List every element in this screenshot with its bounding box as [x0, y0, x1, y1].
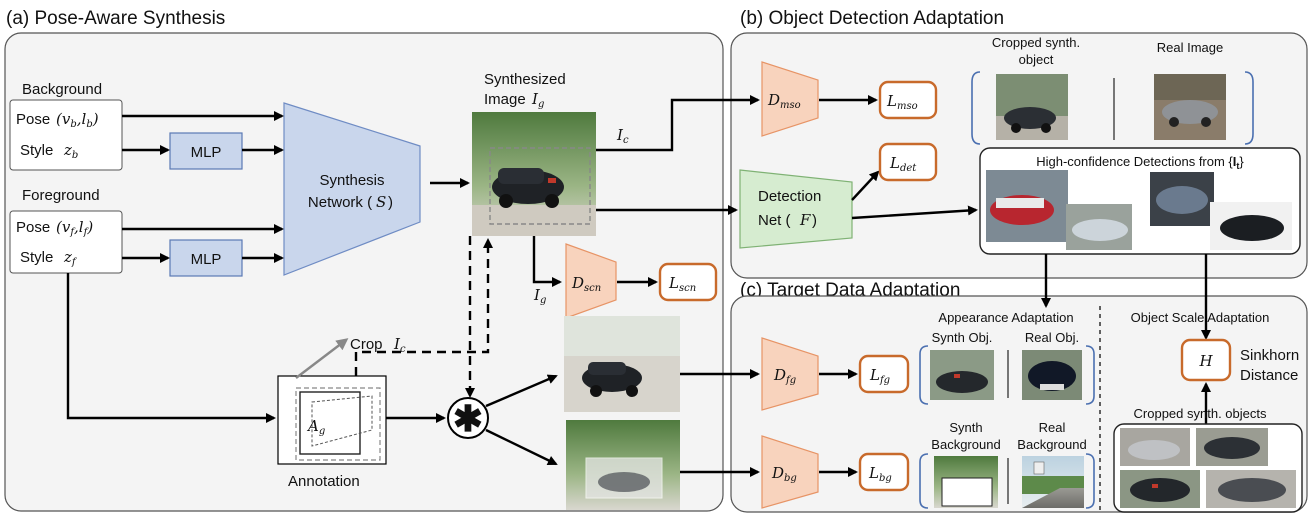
- arrow-ic-to-dmso: [596, 95, 760, 152]
- background-crop-image: [566, 420, 680, 510]
- bracket-right-bg: [1085, 453, 1095, 509]
- real-bg-label-2: Background: [1017, 437, 1086, 452]
- synth-bg-label-1: Synth: [949, 420, 982, 435]
- composite-operator-circle: [447, 397, 489, 439]
- synthesis-network-label-1: Synthesis: [319, 172, 384, 189]
- arrow-crop: [295, 338, 349, 379]
- object-scale-title: Object Scale Adaptation: [1131, 310, 1270, 325]
- arrow-op-to-fg: [485, 374, 558, 408]
- foreground-style-label: Style: [20, 249, 53, 266]
- loss-fg-box: [858, 354, 910, 394]
- foreground-title: Foreground: [22, 187, 100, 204]
- high-confidence-label: High-confidence Detections from {It}: [1036, 154, 1244, 171]
- d-mso-shape: [761, 61, 819, 137]
- background-box: [9, 99, 123, 171]
- cropped-synth-object-3: [1120, 470, 1200, 508]
- cropped-synth-object-label-2: object: [1019, 52, 1054, 67]
- loss-bg-box: [858, 452, 910, 492]
- detection-image-4: [1210, 202, 1292, 250]
- synth-bg-label-2: Background: [931, 437, 1000, 452]
- synthesis-network-symbol: S: [376, 193, 386, 211]
- annotation-label: Annotation: [288, 473, 360, 490]
- real-obj-image: [1022, 350, 1082, 400]
- synthesis-network-shape: [283, 102, 421, 276]
- arrow-det-to-ldet: [851, 170, 880, 201]
- section-b-title: (b) Object Detection Adaptation: [740, 8, 1004, 29]
- detection-net-close: ): [812, 212, 817, 229]
- detection-net-shape: [739, 169, 853, 249]
- sinkhorn-label-1: Sinkhorn: [1240, 347, 1299, 364]
- background-pose-label: Pose: [16, 111, 50, 128]
- synth-image-label-1: Synthesized: [484, 71, 566, 88]
- synthesis-network-label-2: Network (: [308, 194, 372, 211]
- d-scn-shape: [565, 243, 617, 319]
- detection-image-2: [1066, 204, 1132, 250]
- d-bg-shape: [761, 435, 819, 509]
- bracket-left-mso: [971, 71, 981, 145]
- h-box: [1180, 338, 1232, 382]
- h-label: H: [1198, 352, 1213, 370]
- detection-net-symbol: F: [799, 211, 811, 229]
- loss-scn-box: [658, 262, 718, 302]
- crop-label: Crop: [350, 336, 383, 353]
- sinkhorn-label-2: Distance: [1240, 367, 1298, 384]
- real-background-image: [1022, 456, 1084, 508]
- synthesized-image: [472, 112, 596, 236]
- arrow-fg-to-annotation: [66, 273, 276, 423]
- dashed-annotation-to-image: [354, 238, 493, 376]
- arrow-det-to-highconf: [851, 205, 978, 220]
- cropped-synth-object-label-1: Cropped synth.: [992, 35, 1080, 50]
- background-pose-var: (vb,lb): [56, 110, 99, 130]
- real-image-label: Real Image: [1157, 40, 1223, 55]
- synth-background-image: [934, 456, 998, 508]
- bracket-left-bg: [919, 453, 929, 509]
- detection-image-1: [986, 170, 1068, 242]
- mlp-foreground-box: [169, 239, 243, 277]
- cropped-synth-object-image: [996, 74, 1068, 140]
- synthesis-network-close: ): [388, 194, 393, 211]
- real-bg-label-1: Real: [1039, 420, 1066, 435]
- loss-mso-box: [878, 80, 938, 120]
- cropped-synth-object-4: [1206, 470, 1296, 508]
- synth-image-label-2: Image: [484, 91, 526, 108]
- mlp-background-label: MLP: [191, 144, 222, 161]
- loss-det-box: [878, 142, 938, 182]
- mlp-background-box: [169, 132, 243, 170]
- detection-net-label-2: Net (: [758, 212, 791, 229]
- bracket-left-fg: [919, 345, 929, 405]
- real-obj-label: Real Obj.: [1025, 330, 1079, 345]
- arrow-ig-to-dscn: [532, 236, 562, 287]
- synth-obj-image: [930, 350, 994, 400]
- synth-obj-label: Synth Obj.: [932, 330, 993, 345]
- foreground-crop-image: [564, 316, 680, 412]
- foreground-box: [9, 210, 123, 274]
- section-a-title: (a) Pose-Aware Synthesis: [6, 8, 225, 29]
- annotation-box: [277, 375, 387, 465]
- arrow-op-to-bg: [485, 428, 558, 466]
- detection-image-3: [1150, 172, 1214, 226]
- real-image: [1154, 74, 1226, 140]
- background-style-label: Style: [20, 142, 53, 159]
- d-fg-shape: [761, 337, 819, 411]
- bracket-right-mso: [1244, 71, 1254, 145]
- composite-operator-icon: ✱: [453, 398, 483, 439]
- cropped-synth-object-1: [1120, 428, 1190, 466]
- mlp-foreground-label: MLP: [191, 251, 222, 268]
- foreground-pose-var: (vf,lf): [56, 218, 93, 238]
- background-title: Background: [22, 81, 102, 98]
- detection-net-label-1: Detection: [758, 188, 821, 205]
- bracket-right-fg: [1085, 345, 1095, 405]
- cropped-synth-objects-label: Cropped synth. objects: [1134, 406, 1267, 421]
- appearance-adaptation-title: Appearance Adaptation: [938, 310, 1073, 325]
- cropped-synth-object-2: [1196, 428, 1268, 466]
- foreground-pose-label: Pose: [16, 219, 50, 236]
